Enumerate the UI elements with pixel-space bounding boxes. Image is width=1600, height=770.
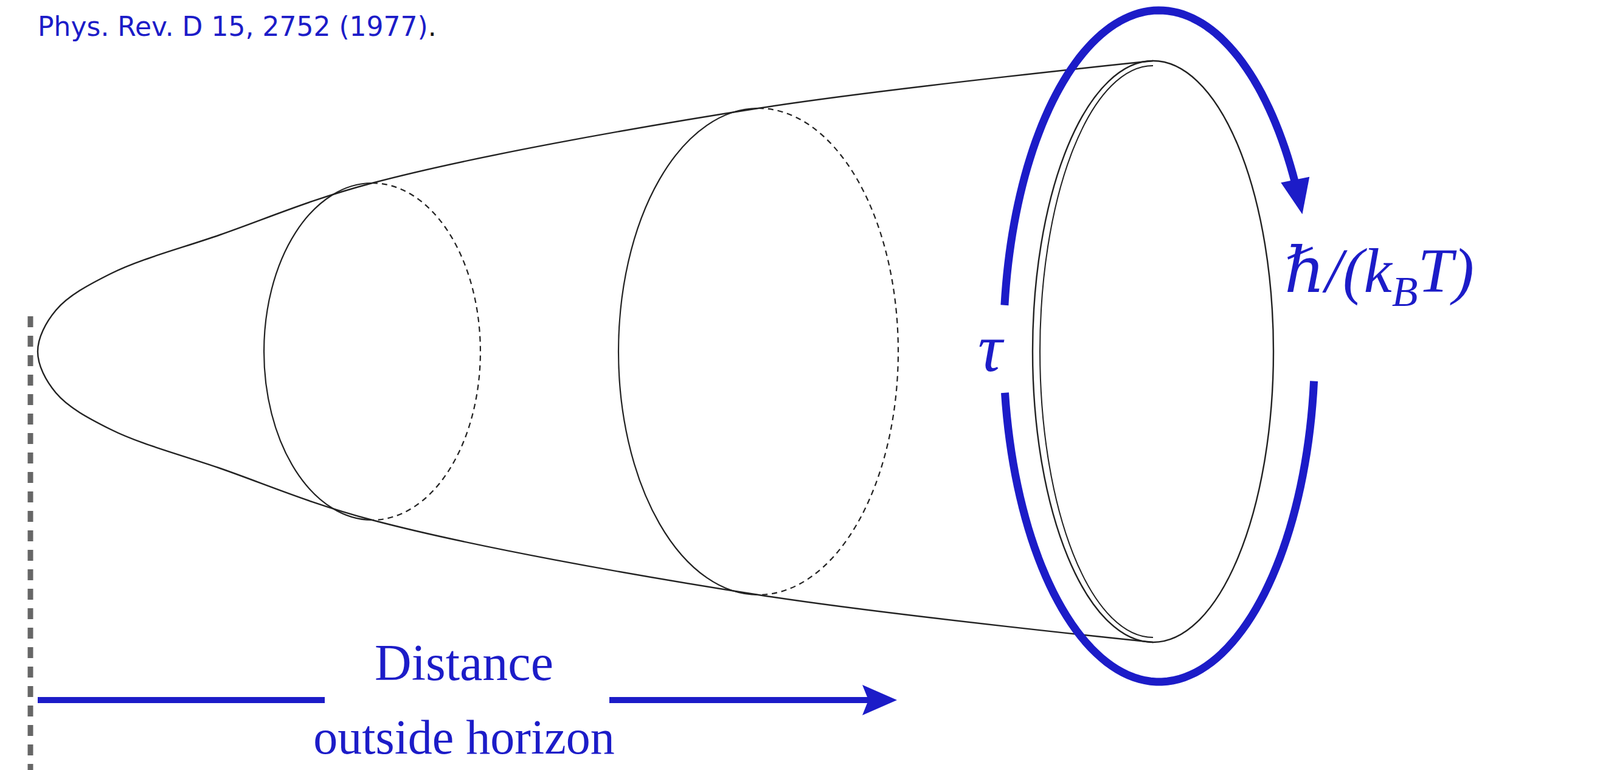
period-arrow-lower <box>1004 381 1314 682</box>
horizon-line <box>27 316 34 770</box>
arrow-head <box>862 684 897 716</box>
axis-label: Distance <box>374 637 554 689</box>
axis-label: outside horizon <box>313 712 615 762</box>
ring-back <box>372 183 481 520</box>
period-formula: ℏ/(k <box>1284 238 1393 303</box>
end-ring <box>1032 60 1274 643</box>
ring-back <box>758 108 899 595</box>
distance-arrow-right <box>609 696 870 704</box>
reference-citation: Phys. Rev. D 15, 2752 (1977) <box>37 13 429 41</box>
distance-arrow-left <box>37 696 325 704</box>
arrow-head <box>1280 176 1310 215</box>
ring-front <box>618 108 759 595</box>
ring-front <box>263 183 373 520</box>
tau-symbol: τ <box>977 313 1003 382</box>
cigar-profile <box>37 60 1154 643</box>
formula-subscript: B <box>1392 270 1419 314</box>
citation-period: . <box>428 13 437 41</box>
euclidean-cigar <box>30 60 1274 770</box>
period-formula: T) <box>1417 238 1474 303</box>
annotation-arrows <box>37 10 1315 716</box>
period-arrow-upper <box>1004 10 1296 306</box>
end-ring-inner <box>1039 65 1154 638</box>
